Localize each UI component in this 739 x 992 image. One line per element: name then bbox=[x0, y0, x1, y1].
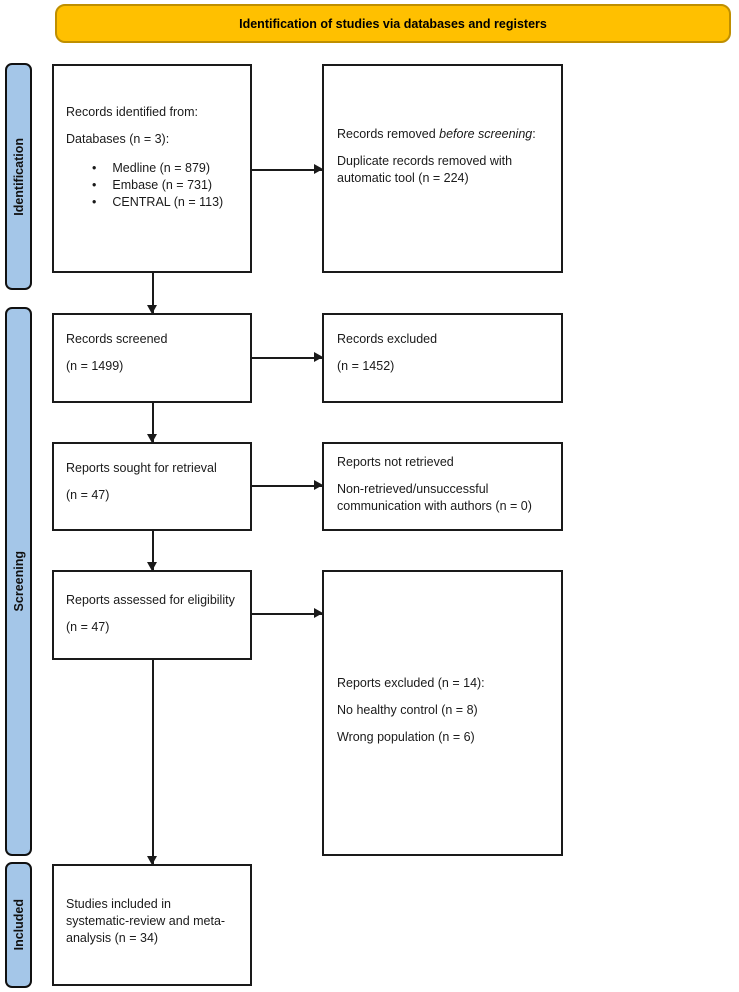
stage-label-included-text: Included bbox=[11, 899, 26, 951]
records-removed-heading: Records removed before screening: bbox=[337, 126, 545, 143]
reports-excluded-reason-1: No healthy control (n = 8) bbox=[337, 703, 478, 717]
stage-label-screening: Screening bbox=[5, 307, 32, 856]
arrow-screened-to-excluded bbox=[252, 353, 323, 361]
stage-label-identification-text: Identification bbox=[11, 137, 26, 216]
reports-not-retrieved-heading: Reports not retrieved bbox=[337, 455, 454, 469]
records-removed-detail: Duplicate records removed with automatic… bbox=[337, 154, 513, 185]
records-excluded-heading: Records excluded bbox=[337, 332, 438, 346]
header-banner: Identification of studies via databases … bbox=[55, 4, 731, 43]
reports-assessed-count: (n = 47) bbox=[66, 620, 110, 634]
records-removed-heading-italic: before screening bbox=[439, 127, 533, 141]
arrow-screened-to-sought bbox=[148, 403, 156, 443]
arrow-sought-to-assessed bbox=[148, 531, 156, 571]
arrow-sought-to-not-retrieved bbox=[252, 481, 323, 489]
box-reports-excluded: Reports excluded (n = 14): No healthy co… bbox=[322, 570, 563, 856]
reports-excluded-reason-2: Wrong population (n = 6) bbox=[337, 730, 475, 744]
arrow-identified-to-screened bbox=[148, 273, 156, 314]
stage-label-identification: Identification bbox=[5, 63, 32, 290]
reports-not-retrieved-detail: Non-retrieved/unsuccessful communication… bbox=[337, 482, 532, 513]
box-reports-not-retrieved: Reports not retrieved Non-retrieved/unsu… bbox=[322, 442, 563, 531]
records-screened-heading: Records screened bbox=[66, 332, 168, 346]
bullet-embase: Embase (n = 731) bbox=[66, 177, 240, 194]
bullet-central-text: CENTRAL (n = 113) bbox=[112, 195, 224, 209]
reports-sought-count: (n = 47) bbox=[66, 488, 110, 502]
reports-excluded-heading: Reports excluded (n = 14): bbox=[337, 676, 485, 690]
header-title: Identification of studies via databases … bbox=[239, 16, 547, 31]
reports-assessed-heading: Reports assessed for eligibility bbox=[66, 593, 235, 607]
box-records-removed: Records removed before screening: Duplic… bbox=[322, 64, 563, 273]
records-excluded-count: (n = 1452) bbox=[337, 359, 395, 373]
box-reports-sought: Reports sought for retrieval (n = 47) bbox=[52, 442, 252, 531]
box-reports-assessed: Reports assessed for eligibility (n = 47… bbox=[52, 570, 252, 660]
stage-label-included: Included bbox=[5, 862, 32, 988]
studies-included-text: Studies included in systematic-review an… bbox=[66, 897, 226, 945]
bullet-embase-text: Embase (n = 731) bbox=[112, 178, 213, 192]
records-identified-heading: Records identified from: bbox=[66, 105, 199, 119]
records-removed-heading-suffix: : bbox=[532, 127, 536, 141]
records-removed-heading-prefix: Records removed bbox=[337, 127, 440, 141]
arrow-assessed-to-included bbox=[148, 660, 156, 865]
box-records-screened: Records screened (n = 1499) bbox=[52, 313, 252, 403]
bullet-medline-text: Medline (n = 879) bbox=[112, 161, 211, 175]
records-identified-bullet-list: Medline (n = 879) Embase (n = 731) CENTR… bbox=[66, 160, 240, 211]
bullet-central: CENTRAL (n = 113) bbox=[66, 194, 240, 211]
box-records-identified: Records identified from: Databases (n = … bbox=[52, 64, 252, 273]
records-identified-databases: Databases (n = 3): bbox=[66, 132, 170, 146]
bullet-medline: Medline (n = 879) bbox=[66, 160, 240, 177]
arrow-identified-to-removed bbox=[252, 165, 323, 173]
reports-sought-heading: Reports sought for retrieval bbox=[66, 461, 217, 475]
box-records-excluded: Records excluded (n = 1452) bbox=[322, 313, 563, 403]
records-screened-count: (n = 1499) bbox=[66, 359, 124, 373]
arrow-assessed-to-reports-excluded bbox=[252, 609, 323, 617]
box-studies-included: Studies included in systematic-review an… bbox=[52, 864, 252, 986]
stage-label-screening-text: Screening bbox=[11, 551, 26, 612]
